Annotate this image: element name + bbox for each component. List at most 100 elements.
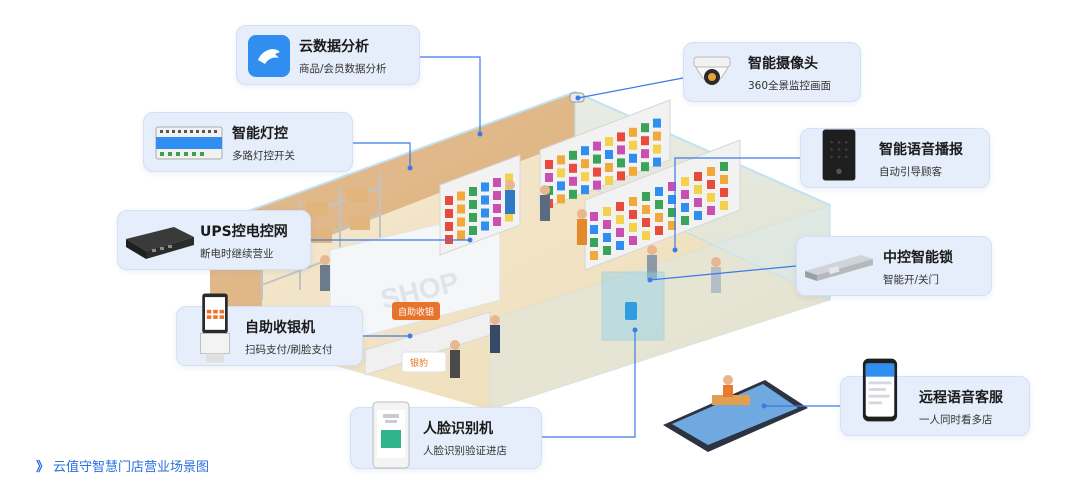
product-item: [481, 182, 489, 192]
product-item: [629, 236, 637, 245]
product-item: [617, 171, 625, 181]
product-item: [617, 145, 625, 155]
product-item: [581, 172, 589, 182]
product-item: [605, 150, 613, 159]
product-item: [617, 132, 625, 142]
product-item: [457, 191, 465, 201]
shoppers: [320, 180, 721, 378]
card-smart-camera: 智能摄像头 360全景监控画面: [683, 42, 861, 102]
product-item: [642, 218, 650, 227]
product-item: [605, 176, 613, 185]
card-face-recognition: 人脸识别机 人脸识别验证进店: [350, 401, 542, 469]
card-voice-sub: 自动引导顾客: [879, 166, 942, 178]
product-item: [707, 193, 715, 202]
product-item: [616, 215, 624, 224]
counter-brand-text: 银豹: [410, 357, 428, 369]
product-item: [629, 153, 637, 163]
card-ups-sub: 断电时继续营业: [200, 248, 274, 260]
card-face-title: 人脸识别机: [423, 421, 493, 437]
product-item: [557, 155, 565, 165]
card-light-control: 智能灯控 多路灯控开关: [143, 112, 353, 172]
product-item: [681, 216, 689, 225]
product-item: [581, 146, 589, 156]
product-item: [590, 225, 598, 234]
product-item: [590, 251, 598, 260]
card-service-sub: 一人同时看多店: [919, 414, 993, 426]
product-item: [457, 204, 465, 214]
left-wall: [210, 92, 575, 330]
product-item: [642, 231, 650, 240]
product-item: [655, 213, 663, 222]
face-terminal: [625, 302, 637, 320]
product-item: [557, 181, 565, 191]
product-item: [668, 182, 676, 191]
card-checkout-title: 自助收银机: [245, 320, 315, 336]
product-item: [457, 230, 465, 240]
card-checkout-sub: 扫码支付/刷脸支付: [245, 344, 333, 356]
product-item: [668, 208, 676, 217]
card-ups-title: UPS控电控网: [200, 224, 288, 240]
ups-device-icon: [126, 227, 194, 259]
product-item: [469, 187, 477, 196]
product-item: [641, 149, 649, 159]
product-item: [593, 180, 601, 190]
speaker-icon: [822, 129, 856, 181]
product-item: [445, 222, 453, 231]
product-item: [493, 217, 501, 226]
card-camera-title: 智能摄像头: [748, 56, 818, 72]
product-item: [655, 187, 663, 196]
product-item: [603, 233, 611, 242]
card-service-title: 远程语音客服: [919, 390, 1003, 406]
connector-lines: [311, 56, 840, 438]
product-item: [681, 177, 689, 186]
cloud-analytics-app-icon: [248, 35, 290, 77]
product-item: [707, 180, 715, 189]
product-item: [707, 167, 715, 176]
product-item: [593, 167, 601, 177]
magnetic-lock-icon: [805, 255, 873, 281]
product-item: [493, 178, 501, 187]
connector-dots: [407, 95, 767, 409]
product-item: [569, 189, 577, 199]
service-desk: [712, 395, 750, 405]
product-item: [617, 158, 625, 168]
product-item: [694, 185, 702, 194]
product-item: [469, 213, 477, 222]
product-item: [720, 188, 728, 197]
light-controller-icon: [155, 126, 223, 160]
card-remote-service: 远程语音客服 一人同时看多店: [840, 358, 1030, 436]
card-lock-title: 中控智能锁: [883, 250, 953, 266]
card-smart-lock: 中控智能锁 智能开/关门: [796, 236, 992, 296]
product-item: [681, 190, 689, 199]
self-checkout-sign: [392, 302, 440, 320]
product-item: [653, 118, 661, 128]
product-item: [642, 192, 650, 201]
product-item: [581, 185, 589, 195]
product-item: [605, 163, 613, 172]
product-item: [653, 157, 661, 167]
product-item: [629, 210, 637, 219]
product-item: [655, 200, 663, 209]
product-item: [694, 172, 702, 181]
card-cloud-title: 云数据分析: [299, 39, 369, 55]
product-item: [629, 140, 637, 150]
product-item: [629, 197, 637, 206]
product-item: [653, 131, 661, 141]
product-item: [616, 202, 624, 211]
card-light-sub: 多路灯控开关: [232, 150, 295, 162]
self-checkout-sign-text: 自助收银: [398, 306, 434, 318]
product-item: [569, 150, 577, 160]
kiosk-icon: [200, 293, 230, 363]
product-item: [642, 205, 650, 214]
product-item: [655, 226, 663, 235]
product-item: [469, 226, 477, 235]
product-item: [707, 206, 715, 215]
product-item: [641, 136, 649, 146]
scene-caption: 》云值守智慧门店营业场景图: [36, 456, 209, 475]
card-self-checkout: 自助收银机 扫码支付/刷脸支付: [176, 293, 363, 366]
product-item: [668, 221, 676, 230]
phone-icon: [862, 358, 898, 422]
product-item: [720, 175, 728, 184]
product-item: [545, 160, 553, 169]
